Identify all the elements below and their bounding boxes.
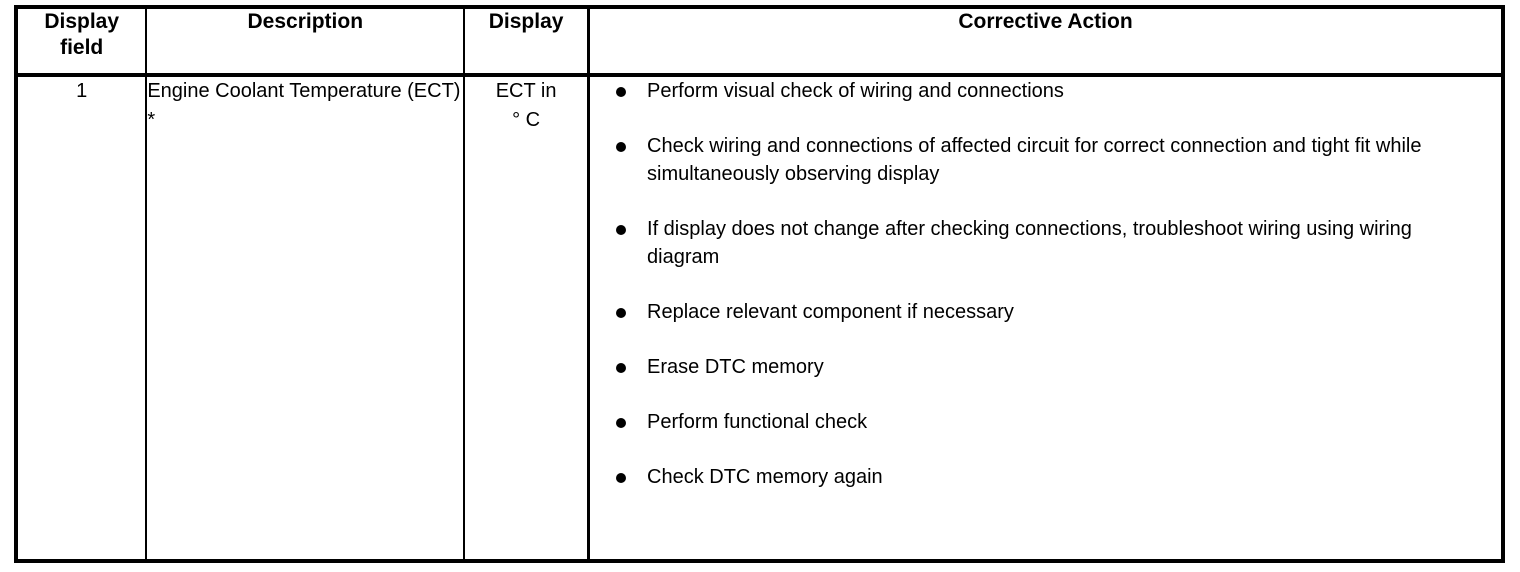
bullet-icon bbox=[616, 225, 627, 235]
cell-display-unit: ECT in ° C bbox=[463, 75, 589, 561]
cell-corrective-action: Perform visual check of wiring and conne… bbox=[587, 75, 1503, 561]
header-display: Display bbox=[463, 7, 589, 77]
list-item: If display does not change after checkin… bbox=[590, 215, 1501, 271]
header-display-field: Display field bbox=[16, 7, 147, 77]
bullet-icon bbox=[616, 308, 627, 318]
list-item: Perform functional check bbox=[590, 408, 1501, 436]
table-row: 1 Engine Coolant Temperature (ECT) * ECT… bbox=[16, 75, 1503, 561]
header-display-field-line2: field bbox=[60, 36, 104, 59]
header-corrective-action: Corrective Action bbox=[587, 7, 1503, 77]
bullet-icon bbox=[616, 363, 627, 373]
header-display-field-line1: Display bbox=[44, 10, 120, 33]
bullet-icon bbox=[616, 142, 627, 152]
list-item-text: Check DTC memory again bbox=[647, 466, 883, 488]
cell-display-unit-line1: ECT in bbox=[495, 80, 557, 102]
list-item: Check wiring and connections of affected… bbox=[590, 132, 1501, 188]
list-item-text: If display does not change after checkin… bbox=[647, 218, 1412, 268]
list-item-text: Perform functional check bbox=[647, 411, 868, 433]
cell-description: Engine Coolant Temperature (ECT) * bbox=[145, 75, 465, 561]
list-item-text: Perform visual check of wiring and conne… bbox=[647, 80, 1064, 102]
header-description: Description bbox=[145, 7, 465, 77]
list-item-text: Check wiring and connections of affected… bbox=[647, 135, 1422, 185]
cell-display-field: 1 bbox=[16, 75, 147, 561]
list-item: Check DTC memory again bbox=[590, 463, 1501, 491]
dtc-corrective-action-table: Display field Description Display Correc… bbox=[14, 5, 1505, 563]
list-item: Perform visual check of wiring and conne… bbox=[590, 77, 1501, 105]
cell-display-unit-line2: ° C bbox=[512, 109, 541, 131]
bullet-icon bbox=[616, 473, 627, 483]
bullet-icon bbox=[616, 418, 627, 428]
corrective-action-list: Perform visual check of wiring and conne… bbox=[590, 77, 1501, 491]
table-header-row: Display field Description Display Correc… bbox=[16, 7, 1503, 77]
list-item-text: Erase DTC memory bbox=[647, 356, 824, 378]
list-item: Replace relevant component if necessary bbox=[590, 298, 1501, 326]
list-item: Erase DTC memory bbox=[590, 353, 1501, 381]
list-item-text: Replace relevant component if necessary bbox=[647, 301, 1014, 323]
bullet-icon bbox=[616, 87, 627, 97]
